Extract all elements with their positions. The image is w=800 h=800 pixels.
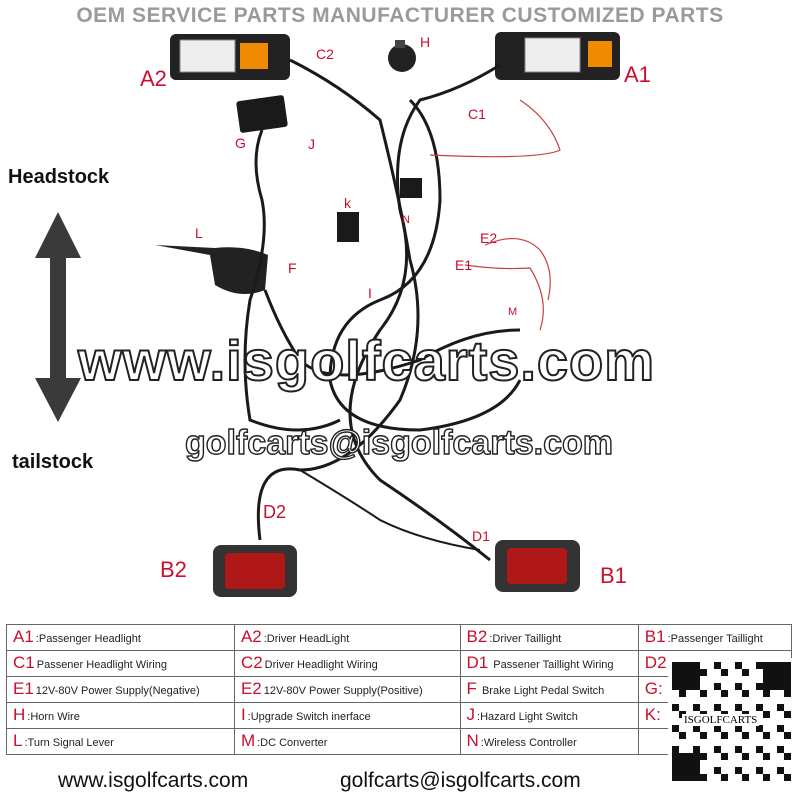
label-i: I <box>368 285 372 301</box>
label-g: G <box>235 135 246 151</box>
legend-cell: M:DC Converter <box>233 728 461 755</box>
legend-text: :Hazard Light Switch <box>477 710 578 723</box>
switch-g <box>236 95 288 133</box>
label-b2: B2 <box>160 557 187 582</box>
legend-text: Brake Light Pedal Switch <box>478 684 605 697</box>
legend-key: B2 <box>466 626 488 646</box>
footer-email: golfcarts@isgolfcarts.com <box>340 769 581 792</box>
legend-key: A2 <box>240 626 262 646</box>
horn <box>388 40 416 72</box>
legend-cell: N:Wireless Controller <box>459 728 639 755</box>
label-b1: B1 <box>600 563 627 588</box>
legend-text: :Upgrade Switch inerface <box>247 710 371 723</box>
legend-text: 12V-80V Power Supply(Positive) <box>263 684 423 697</box>
label-a2: A2 <box>140 66 167 91</box>
legend-text: Passener Headlight Wiring <box>36 658 167 671</box>
label-f: F <box>288 260 297 276</box>
legend-key: C2 <box>240 652 263 672</box>
double-arrow-icon <box>35 212 81 422</box>
legend-text: :Horn Wire <box>27 710 80 723</box>
legend-text: Driver Headlight Wiring <box>264 658 378 671</box>
legend-cell: F Brake Light Pedal Switch <box>459 676 639 703</box>
legend-cell: A1:Passenger Headlight <box>6 624 235 651</box>
legend-cell: D1 Passener Taillight Wiring <box>459 650 639 677</box>
legend-text: :Turn Signal Lever <box>24 736 114 749</box>
label-e2: E2 <box>480 230 498 246</box>
legend-key: D2 <box>644 652 667 672</box>
qr-caption: ISGOLFCARTS <box>682 714 760 726</box>
turn-signal-lever <box>155 245 268 294</box>
legend-text: :DC Converter <box>257 736 328 749</box>
label-a1: A1 <box>624 62 651 87</box>
top-banner: OEM SERVICE PARTS MANUFACTURER CUSTOMIZE… <box>76 4 724 27</box>
taillight-passenger <box>495 540 580 592</box>
legend-key: E2 <box>240 678 262 698</box>
watermark-email: golfcarts@isgolfcarts.com <box>184 423 614 462</box>
label-c1: C1 <box>468 106 486 122</box>
legend-key: E1 <box>13 678 34 698</box>
qr-code: ISGOLFCARTS <box>668 658 792 786</box>
taillight-driver <box>213 545 297 597</box>
label-d1: D1 <box>472 528 490 544</box>
module-n <box>400 178 422 198</box>
legend-key: F <box>466 678 477 698</box>
legend-text: Passener Taillight Wiring <box>490 658 614 671</box>
label-l: L <box>195 225 203 241</box>
legend-key: M <box>240 730 256 750</box>
headlight-driver <box>170 34 290 80</box>
legend-text: :Driver Taillight <box>489 632 562 645</box>
legend-key: N <box>466 730 479 750</box>
legend-cell: B2:Driver Taillight <box>459 624 639 651</box>
legend-key: G: <box>644 678 663 698</box>
legend-cell: H:Horn Wire <box>6 702 235 729</box>
legend-cell: B1:Passenger Taillight <box>637 624 793 651</box>
legend-key: I <box>240 704 246 724</box>
label-c2: C2 <box>316 46 334 62</box>
label-e1: E1 <box>455 257 473 273</box>
watermark-site: www.isgolfcarts.com <box>77 328 656 393</box>
legend-text: :Passenger Headlight <box>35 632 141 645</box>
label-d2: D2 <box>263 502 287 522</box>
legend-key: D1 <box>466 652 489 672</box>
legend-text: :Wireless Controller <box>480 736 577 749</box>
legend-key: K: <box>644 704 661 724</box>
legend-cell: I:Upgrade Switch inerface <box>233 702 461 729</box>
headlight-passenger <box>495 32 620 80</box>
legend-cell: J:Hazard Light Switch <box>459 702 639 729</box>
legend-key: H <box>13 704 26 724</box>
legend-cell: A2:Driver HeadLight <box>233 624 461 651</box>
legend-text: 12V-80V Power Supply(Negative) <box>35 684 200 697</box>
headstock-label: Headstock <box>8 166 110 188</box>
label-h: H <box>420 34 431 50</box>
wire-harness <box>243 58 522 562</box>
legend-cell: L:Turn Signal Lever <box>6 728 235 755</box>
label-n: N <box>402 214 410 226</box>
legend-text: :Driver HeadLight <box>263 632 350 645</box>
legend-key: B1 <box>644 626 666 646</box>
label-m: M <box>508 306 518 318</box>
legend-text: :Passenger Taillight <box>667 632 763 645</box>
legend-key: C1 <box>13 652 35 672</box>
label-j: J <box>308 136 315 152</box>
legend-key: L <box>13 730 23 750</box>
wiring-diagram <box>35 32 620 597</box>
label-k: k <box>344 195 351 211</box>
module-k <box>337 212 359 242</box>
legend-key: A1 <box>13 626 34 646</box>
legend-key: J <box>466 704 476 724</box>
tailstock-label: tailstock <box>12 451 94 473</box>
footer-site: www.isgolfcarts.com <box>58 769 249 792</box>
